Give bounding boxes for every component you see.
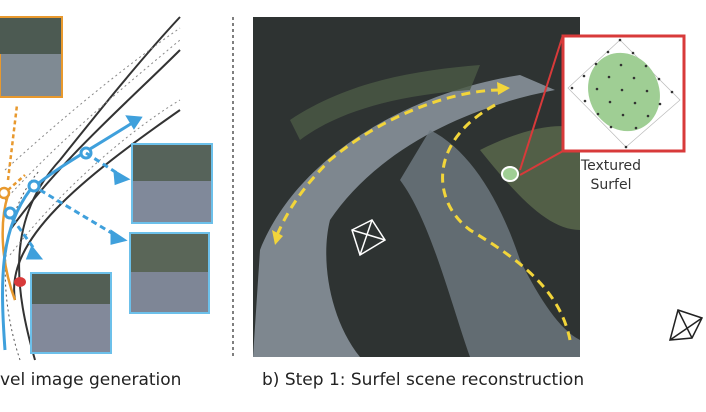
- ego-vehicle-marker: [14, 277, 26, 287]
- camera-frustum-icon: [351, 219, 387, 257]
- caption-right: b) Step 1: Surfel scene reconstruction: [262, 370, 585, 390]
- camera-thumbnails: [0, 16, 213, 354]
- blue-trajectory: [1, 115, 143, 351]
- inset-label: Textured Surfel: [561, 157, 661, 195]
- camera-frustum-icon: [668, 309, 704, 341]
- textured-surfel-inset: [519, 34, 686, 176]
- thumbnail-orange: [0, 16, 63, 98]
- inset-label-line2: Surfel: [590, 177, 632, 193]
- caption-left: vel image generation: [0, 370, 182, 390]
- surfel-highlight: [501, 166, 519, 182]
- thumbnail-blue-3: [30, 272, 112, 354]
- thumbnail-blue-1: [131, 143, 213, 224]
- thumbnail-blue-2: [129, 232, 210, 314]
- orange-trajectory: [0, 104, 26, 301]
- inset-label-line1: Textured: [580, 158, 642, 174]
- surfel-point-cloud: [253, 17, 580, 357]
